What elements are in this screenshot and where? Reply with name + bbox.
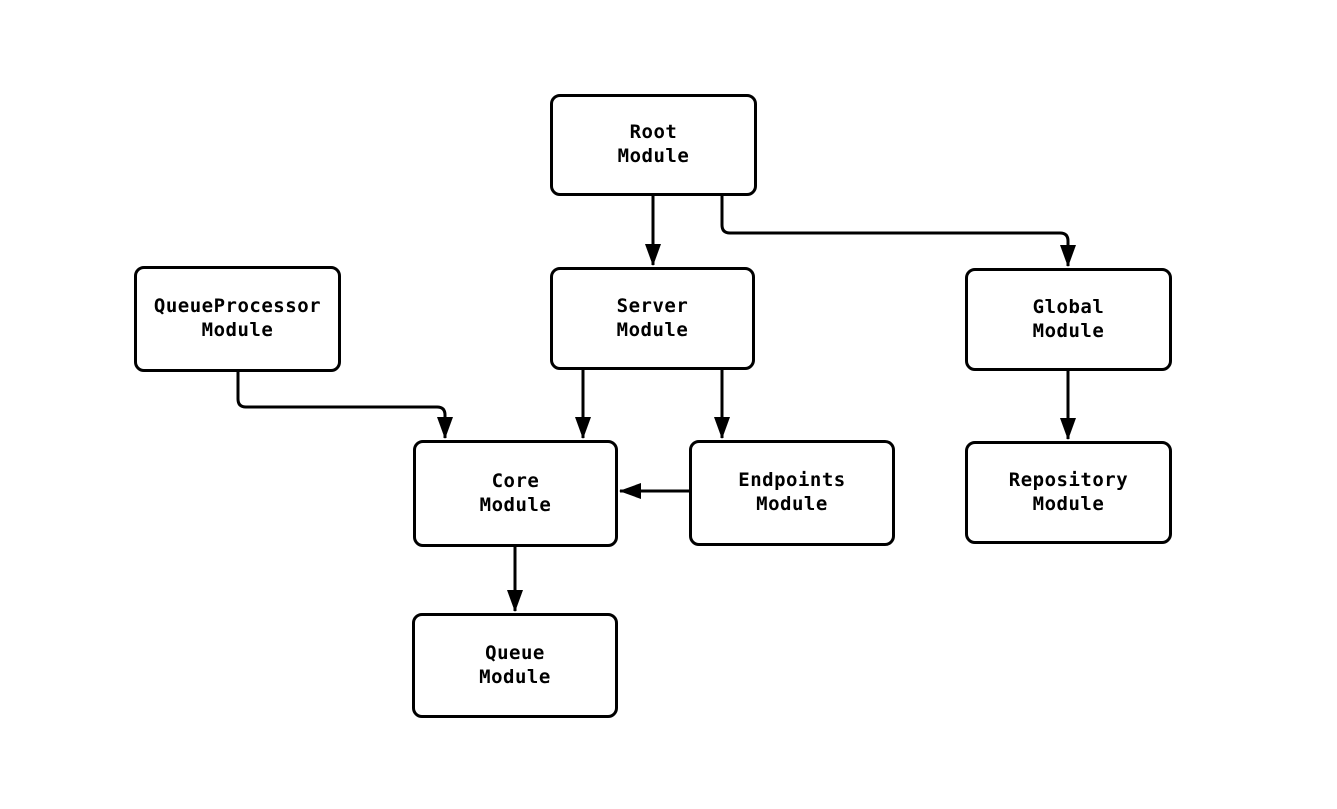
node-core-module: Core Module: [413, 440, 618, 547]
node-server-module-label: Server Module: [616, 294, 689, 341]
node-queue-module-label: Queue Module: [479, 641, 551, 688]
edge-queueprocessor-to-core: [236, 372, 453, 439]
node-server-module: Server Module: [550, 267, 755, 370]
edge-root-to-global: [720, 196, 1076, 267]
node-root-module: Root Module: [550, 94, 757, 196]
node-repository-module: Repository Module: [965, 441, 1172, 544]
node-global-module-label: Global Module: [1032, 295, 1105, 342]
node-global-module: Global Module: [965, 268, 1172, 371]
node-queueprocessor-module: QueueProcessor Module: [134, 266, 341, 372]
node-queue-module: Queue Module: [412, 613, 618, 718]
node-repository-module-label: Repository Module: [1008, 468, 1129, 515]
node-root-module-label: Root Module: [617, 121, 690, 167]
node-queueprocessor-module-label: QueueProcessor Module: [153, 295, 322, 341]
node-endpoints-module-label: Endpoints Module: [738, 469, 846, 515]
node-core-module-label: Core Module: [479, 469, 552, 516]
node-endpoints-module: Endpoints Module: [689, 440, 895, 546]
